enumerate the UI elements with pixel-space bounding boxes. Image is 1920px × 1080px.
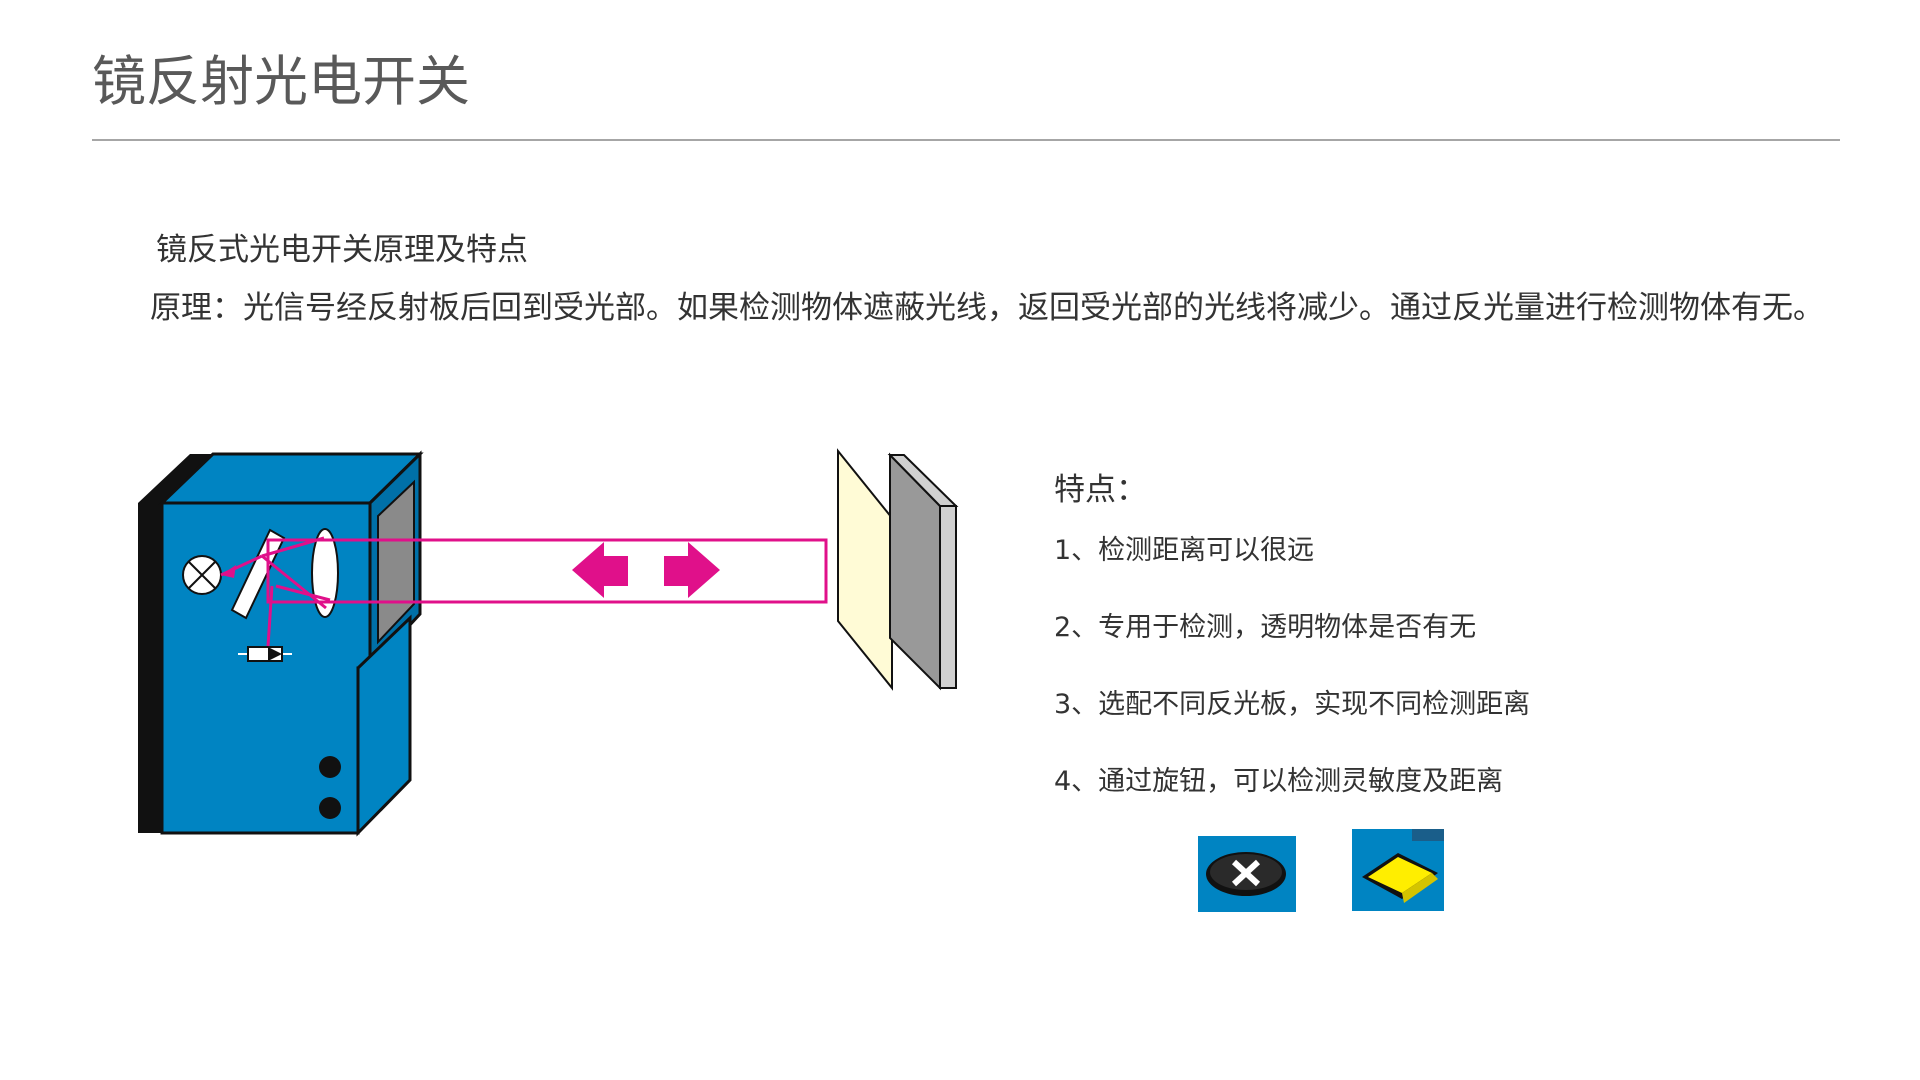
sensor-back-side (138, 503, 164, 833)
emitter-x-circle-icon (182, 555, 222, 595)
feature-item-4: 4、通过旋钮，可以检测灵敏度及距离 (1054, 766, 1504, 797)
features-heading: 特点： (1054, 472, 1147, 508)
terminal-dot-upper (319, 756, 341, 778)
internal-optics (182, 528, 339, 662)
feature-item-3: 3、选配不同反光板，实现不同检测距离 (1054, 689, 1531, 720)
reflector-side (939, 505, 957, 689)
internal-light-paths (220, 536, 331, 647)
light-beam (266, 538, 828, 604)
beam-arrow-right-icon (664, 542, 720, 598)
receiver-icon (238, 646, 292, 662)
page-title: 镜反射光电开关 (92, 50, 470, 113)
subtitle: 镜反式光电开关原理及特点 (156, 232, 528, 268)
lens-icon (311, 528, 339, 618)
beam-outline (266, 538, 828, 604)
sensor-housing (138, 450, 424, 837)
terminal-dot-lower (319, 797, 341, 819)
target-object (837, 448, 893, 691)
principle-text: 原理：光信号经反射板后回到受光部。如果检测物体遮蔽光线，返回受光部的光线将减少。… (150, 290, 1824, 326)
yellow-led-icon (1352, 829, 1444, 911)
feature-item-1: 1、检测距离可以很远 (1054, 535, 1315, 566)
reflector-board (887, 452, 959, 691)
sensor-back-edge (138, 454, 213, 503)
feature-item-2: 2、专用于检测，透明物体是否有无 (1054, 612, 1477, 643)
knob-x-icon (1198, 836, 1296, 912)
sensor-lower-right-face (356, 614, 412, 837)
title-divider (92, 139, 1840, 141)
beam-arrow-left-icon (572, 542, 628, 598)
feature-list: 1、检测距离可以很远 2、专用于检测，透明物体是否有无 3、选配不同反光板，实现… (1054, 534, 1530, 842)
